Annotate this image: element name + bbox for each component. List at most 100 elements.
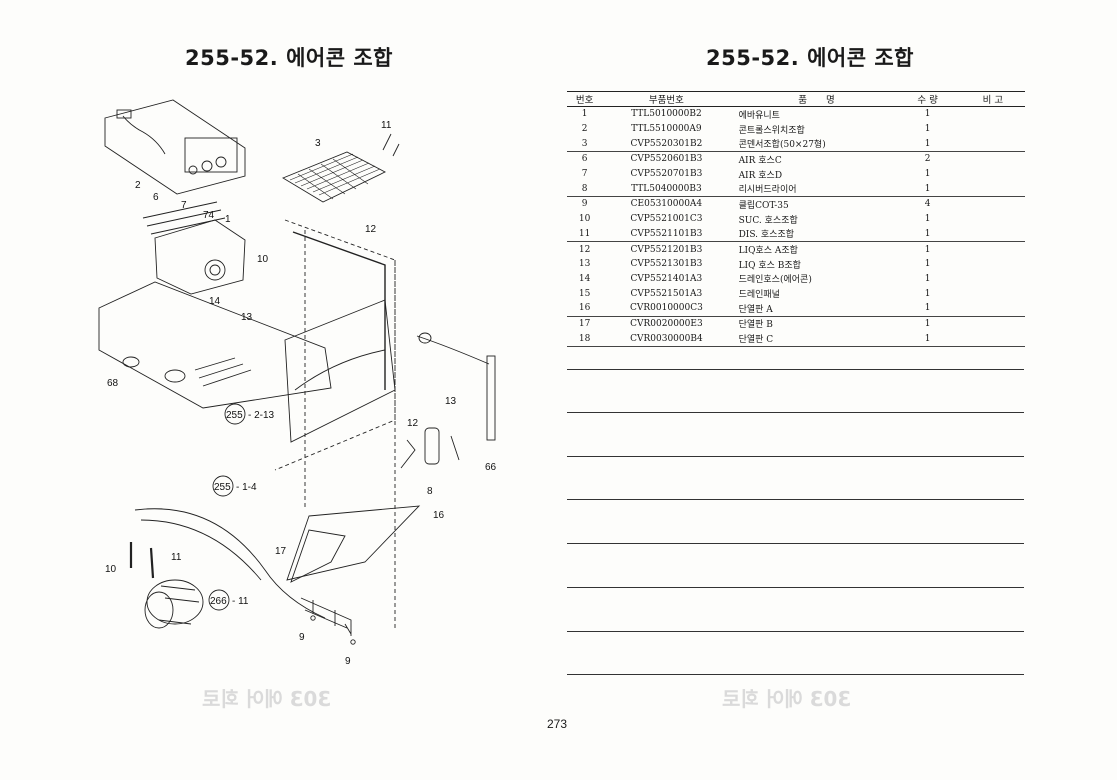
row-part-no: CVP5521401A3 — [630, 273, 703, 284]
row-no: 15 — [578, 288, 591, 299]
row-part-no: CVP5520601B3 — [630, 154, 703, 165]
table-row: 13 CVP5521301B3 LIQ 호스 B조합 1 — [567, 257, 1025, 272]
ruled-line — [567, 456, 1024, 457]
row-part-no: CVP5521501A3 — [630, 288, 703, 299]
row-qty: 1 — [924, 259, 931, 270]
row-qty: 1 — [894, 136, 961, 153]
row-name: DIS. 호스조합 — [730, 226, 895, 243]
table-header-row: 번호 부품번호 품 명 수 량 비 고 — [567, 91, 1025, 107]
row-no: 16 — [567, 300, 603, 317]
row-qty: 1 — [924, 109, 931, 120]
row-no: 9 — [581, 199, 588, 210]
row-remark — [961, 197, 1025, 212]
row-name: 콘트롤스위치조합 — [738, 125, 805, 136]
row-no: 6 — [581, 154, 588, 165]
row-qty: 1 — [924, 318, 931, 329]
row-remark — [961, 107, 1025, 122]
callout-13b: 13 — [445, 396, 457, 407]
row-part-no: CVP5521001C3 — [630, 214, 703, 225]
row-no: 18 — [567, 331, 603, 348]
callout-1: 1 — [225, 214, 231, 225]
row-remark — [961, 272, 1025, 287]
row-remark — [961, 257, 1025, 272]
header-name: 품 명 — [730, 91, 895, 107]
callout-3: 3 — [315, 138, 321, 149]
row-no: 14 — [578, 273, 591, 284]
row-name: 단열판 A — [730, 300, 895, 317]
row-qty: 2 — [924, 154, 931, 165]
row-no: 7 — [581, 169, 588, 180]
ruled-line — [567, 499, 1024, 500]
header-qty: 수 량 — [894, 91, 961, 107]
row-remark — [961, 122, 1025, 137]
row-qty: 1 — [924, 273, 931, 284]
row-part-no: TTL5510000A9 — [631, 124, 702, 135]
row-no: 13 — [578, 259, 591, 270]
row-part-no: CVP5521201B3 — [630, 244, 703, 255]
row-name: AIR 호스C — [738, 155, 782, 166]
callout-10: 10 — [257, 254, 269, 265]
row-part-no: CVP5520301B2 — [602, 136, 731, 153]
callout-9b: 9 — [345, 656, 351, 667]
row-name: 드레인패널 — [738, 290, 780, 301]
show-through-text-right: 303 에어 회로 — [722, 687, 852, 711]
row-part-no: CVR0010000C3 — [602, 300, 731, 317]
exploded-parts-diagram: 2 3 6 7 74 1 10 11 12 13 14 68 16 17 8 6… — [98, 99, 497, 667]
ruled-line — [567, 412, 1024, 413]
row-name: LIQ 호스 B조합 — [738, 260, 801, 271]
row-qty: 1 — [924, 288, 931, 299]
page-number: 273 — [547, 717, 568, 731]
row-part-no: TTL5040000B3 — [602, 181, 731, 198]
table-row: 15 CVP5521501A3 드레인패널 1 — [567, 286, 1025, 301]
ref-circle-255a — [224, 403, 246, 425]
callout-9a: 9 — [299, 632, 305, 643]
callout-6: 6 — [153, 192, 159, 203]
row-name: 단열판 B — [738, 320, 773, 331]
row-remark — [960, 226, 1025, 243]
callout-10b: 10 — [105, 564, 117, 575]
row-remark — [960, 136, 1025, 153]
row-part-no: TTL5010000B2 — [631, 109, 702, 120]
row-qty: 1 — [924, 214, 931, 225]
row-name: AIR 호스D — [738, 170, 783, 181]
ref-266-11-suffix: - 11 — [232, 596, 249, 607]
left-page-title: 255-52. 에어콘 조합 — [185, 46, 393, 70]
callout-12b: 12 — [407, 418, 419, 429]
row-name: 클립COT-35 — [738, 200, 789, 211]
ref-255-2-13-suffix: - 2-13 — [248, 410, 275, 421]
row-remark — [961, 286, 1025, 301]
row-name: 단열판 C — [730, 331, 895, 348]
row-part-no: CVR0030000B4 — [602, 331, 731, 348]
row-name: LIQ호스 A조합 — [738, 246, 798, 257]
callout-74: 74 — [203, 210, 215, 221]
callout-66: 66 — [485, 462, 497, 473]
ref-circle-255b-number: 255 — [214, 482, 231, 493]
row-part-no: CVR0020000E3 — [630, 318, 703, 329]
row-no: 2 — [581, 124, 588, 135]
row-qty: 1 — [924, 244, 931, 255]
right-page-title: 255-52. 에어콘 조합 — [706, 46, 914, 70]
row-part-no: CVP5521301B3 — [630, 259, 703, 270]
ruled-line — [567, 543, 1024, 544]
row-part-no: CVP5520701B3 — [630, 169, 703, 180]
callout-8: 8 — [427, 486, 433, 497]
ruled-line — [567, 674, 1024, 675]
ruled-line — [567, 631, 1024, 632]
row-qty: 1 — [894, 181, 961, 198]
callout-14: 14 — [209, 296, 221, 307]
ref-circle-266 — [208, 589, 230, 611]
row-qty: 4 — [924, 199, 931, 210]
row-name: 에바유니트 — [738, 110, 780, 121]
row-qty: 1 — [894, 300, 961, 317]
